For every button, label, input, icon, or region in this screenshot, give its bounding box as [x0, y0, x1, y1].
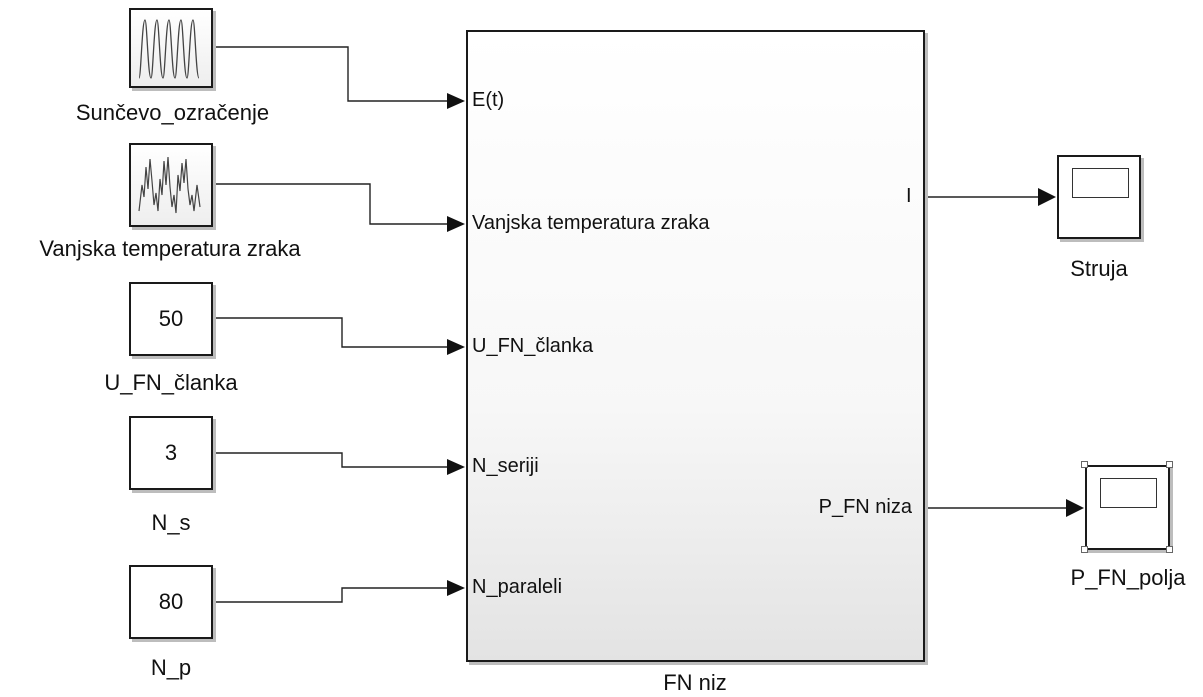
- input-port-temperature: Vanjska temperatura zraka: [472, 212, 710, 234]
- wire-n-s: [215, 452, 450, 468]
- current-scope-label: Struja: [1070, 256, 1128, 281]
- fn-array-subsystem-block[interactable]: [466, 30, 925, 662]
- scope-icon: [1072, 168, 1129, 198]
- wire-irradiance: [215, 46, 450, 102]
- irradiance-source-block[interactable]: [129, 8, 213, 88]
- current-scope-block[interactable]: [1057, 155, 1141, 239]
- output-port-power: P_FN niza: [818, 496, 912, 518]
- arrow-power: [1066, 499, 1084, 517]
- irradiance-label: Sunčevo_ozračenje: [75, 100, 270, 125]
- n-p-value: 80: [158, 589, 184, 614]
- u-cell-constant-block[interactable]: 50: [129, 282, 213, 356]
- wire-u-cell: [215, 317, 450, 348]
- arrow-ns: [447, 459, 465, 475]
- air-temp-label: Vanjska temperatura zraka: [39, 236, 301, 261]
- wire-n-p: [215, 587, 450, 603]
- selection-handle[interactable]: [1081, 461, 1088, 468]
- n-s-constant-block[interactable]: 3: [129, 416, 213, 490]
- arrow-temp: [447, 216, 465, 232]
- power-scope-label: P_FN_polja: [1070, 565, 1186, 590]
- output-port-current: I: [906, 185, 912, 207]
- n-p-constant-block[interactable]: 80: [129, 565, 213, 639]
- n-s-label: N_s: [151, 510, 191, 535]
- subsystem-label: FN niz: [663, 670, 727, 695]
- arrow-u: [447, 339, 465, 355]
- power-scope-block[interactable]: [1085, 465, 1170, 550]
- signal-waveform-icon: [138, 156, 201, 214]
- u-cell-label: U_FN_članka: [104, 370, 238, 395]
- air-temp-source-block[interactable]: [129, 143, 213, 227]
- n-s-value: 3: [164, 440, 178, 465]
- selection-handle[interactable]: [1081, 546, 1088, 553]
- input-port-n-series: N_seriji: [472, 455, 539, 477]
- input-port-e: E(t): [472, 89, 505, 111]
- input-port-n-parallel: N_paraleli: [472, 576, 563, 598]
- input-port-u-cell: U_FN_članka: [472, 335, 594, 357]
- arrow-e: [447, 93, 465, 109]
- u-cell-value: 50: [158, 306, 184, 331]
- arrow-np: [447, 580, 465, 596]
- signal-waveform-icon: [138, 19, 200, 79]
- wire-air-temp: [215, 183, 450, 225]
- arrow-current: [1038, 188, 1056, 206]
- selection-handle[interactable]: [1166, 546, 1173, 553]
- scope-icon: [1100, 478, 1157, 508]
- selection-handle[interactable]: [1166, 461, 1173, 468]
- n-p-label: N_p: [150, 655, 192, 680]
